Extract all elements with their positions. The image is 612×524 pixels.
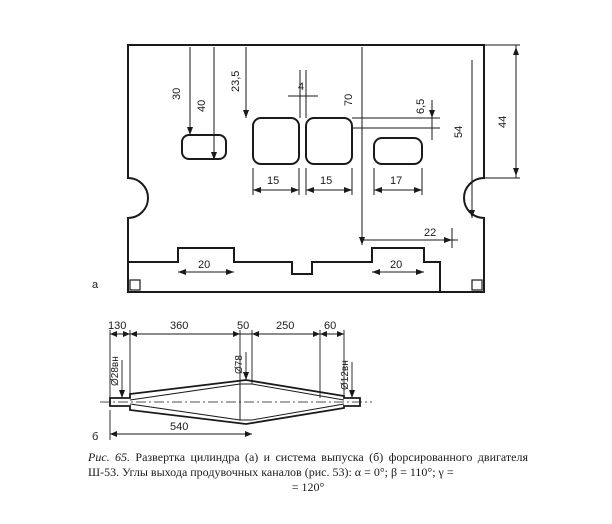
port-right (373, 137, 423, 165)
dim-diameter-outlet: Ø12вн (340, 360, 351, 390)
dim-4: 4 (298, 81, 304, 93)
dim-70: 70 (343, 94, 355, 106)
dim-diameter-inlet: Ø28вн (110, 356, 121, 386)
dim-15-left: 15 (267, 175, 279, 187)
arrowheads-b (110, 331, 355, 437)
exhaust-system (100, 330, 372, 440)
label-b: б (92, 431, 98, 443)
dim-540: 540 (170, 421, 188, 433)
dimension-text-b: 130 360 50 250 60 Ø28вн Ø78 Ø12вн 540 б (92, 320, 351, 443)
dim-6-5: 6,5 (415, 99, 427, 114)
corner-mark-left (129, 279, 141, 291)
dim-15-right: 15 (320, 175, 332, 187)
port-left (181, 134, 227, 160)
dim-44: 44 (497, 116, 509, 128)
exhaust-body (109, 379, 361, 425)
port-center-left (252, 117, 300, 165)
dim-50: 50 (237, 320, 249, 332)
dim-30: 30 (171, 88, 183, 100)
skirt-line (127, 262, 484, 293)
figure-caption: Рис. 65. Развертка цилиндра (а) и систем… (88, 450, 528, 495)
arrowheads-a (178, 47, 519, 275)
dim-22: 22 (424, 227, 436, 239)
dimension-text-a: 30 40 23,5 4 70 6,5 54 44 15 15 17 22 20… (92, 71, 509, 291)
label-a: а (92, 279, 99, 291)
dim-20-left: 20 (198, 259, 210, 271)
caption-label: Рис. 65. (88, 450, 131, 464)
caption-text: Развертка цилиндра (а) и система выпуска… (88, 450, 529, 479)
dim-23-5: 23,5 (230, 71, 242, 92)
dim-17: 17 (390, 175, 402, 187)
cylinder-development (127, 44, 485, 293)
dim-20-right: 20 (390, 259, 402, 271)
dim-360: 360 (170, 320, 188, 332)
port-center-right (305, 117, 353, 165)
caption-last-line: = 120° (291, 480, 325, 494)
dim-60: 60 (324, 320, 336, 332)
dim-130: 130 (108, 320, 126, 332)
dim-54: 54 (453, 126, 465, 138)
dimension-lines-a (178, 44, 520, 273)
cylinder-outline (127, 44, 485, 293)
dim-250: 250 (276, 320, 294, 332)
corner-mark-right (471, 279, 483, 291)
dim-40: 40 (196, 100, 208, 112)
dim-diameter-middle: Ø78 (234, 355, 245, 374)
